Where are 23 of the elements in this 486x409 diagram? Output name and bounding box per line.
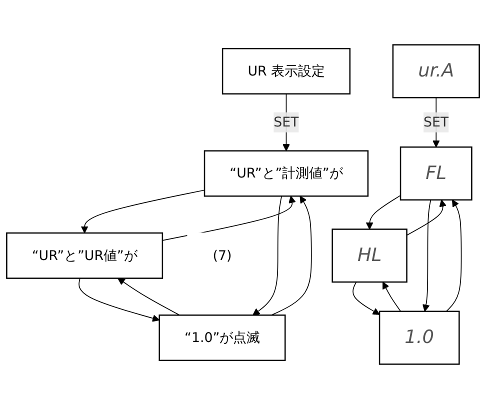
- arrow: [162, 196, 296, 241]
- arrow: [352, 282, 380, 315]
- arrow: [366, 195, 401, 230]
- arrow: [270, 196, 312, 316]
- edge-label: SET: [274, 114, 299, 130]
- arrow: [446, 200, 462, 312]
- node-box: “UR”と”計測値”が: [204, 150, 369, 197]
- node-box: 1.0: [378, 310, 460, 365]
- arrow: [78, 278, 160, 322]
- arrow: [80, 190, 205, 234]
- node-label: (7): [212, 247, 232, 264]
- arrow: [422, 199, 432, 312]
- node-box: “UR”と”UR値”が: [6, 232, 164, 279]
- node-box: ur.A: [392, 44, 480, 98]
- arrow: [382, 282, 402, 312]
- node-box: UR 表示設定: [222, 48, 351, 94]
- node-box: HL: [332, 228, 408, 283]
- node-box: FL: [400, 146, 472, 201]
- edge-label: SET: [424, 114, 449, 130]
- node-box: “1.0”が点滅: [158, 314, 286, 362]
- arrow: [118, 278, 180, 316]
- arrow: [406, 200, 446, 236]
- arrow: [252, 196, 282, 316]
